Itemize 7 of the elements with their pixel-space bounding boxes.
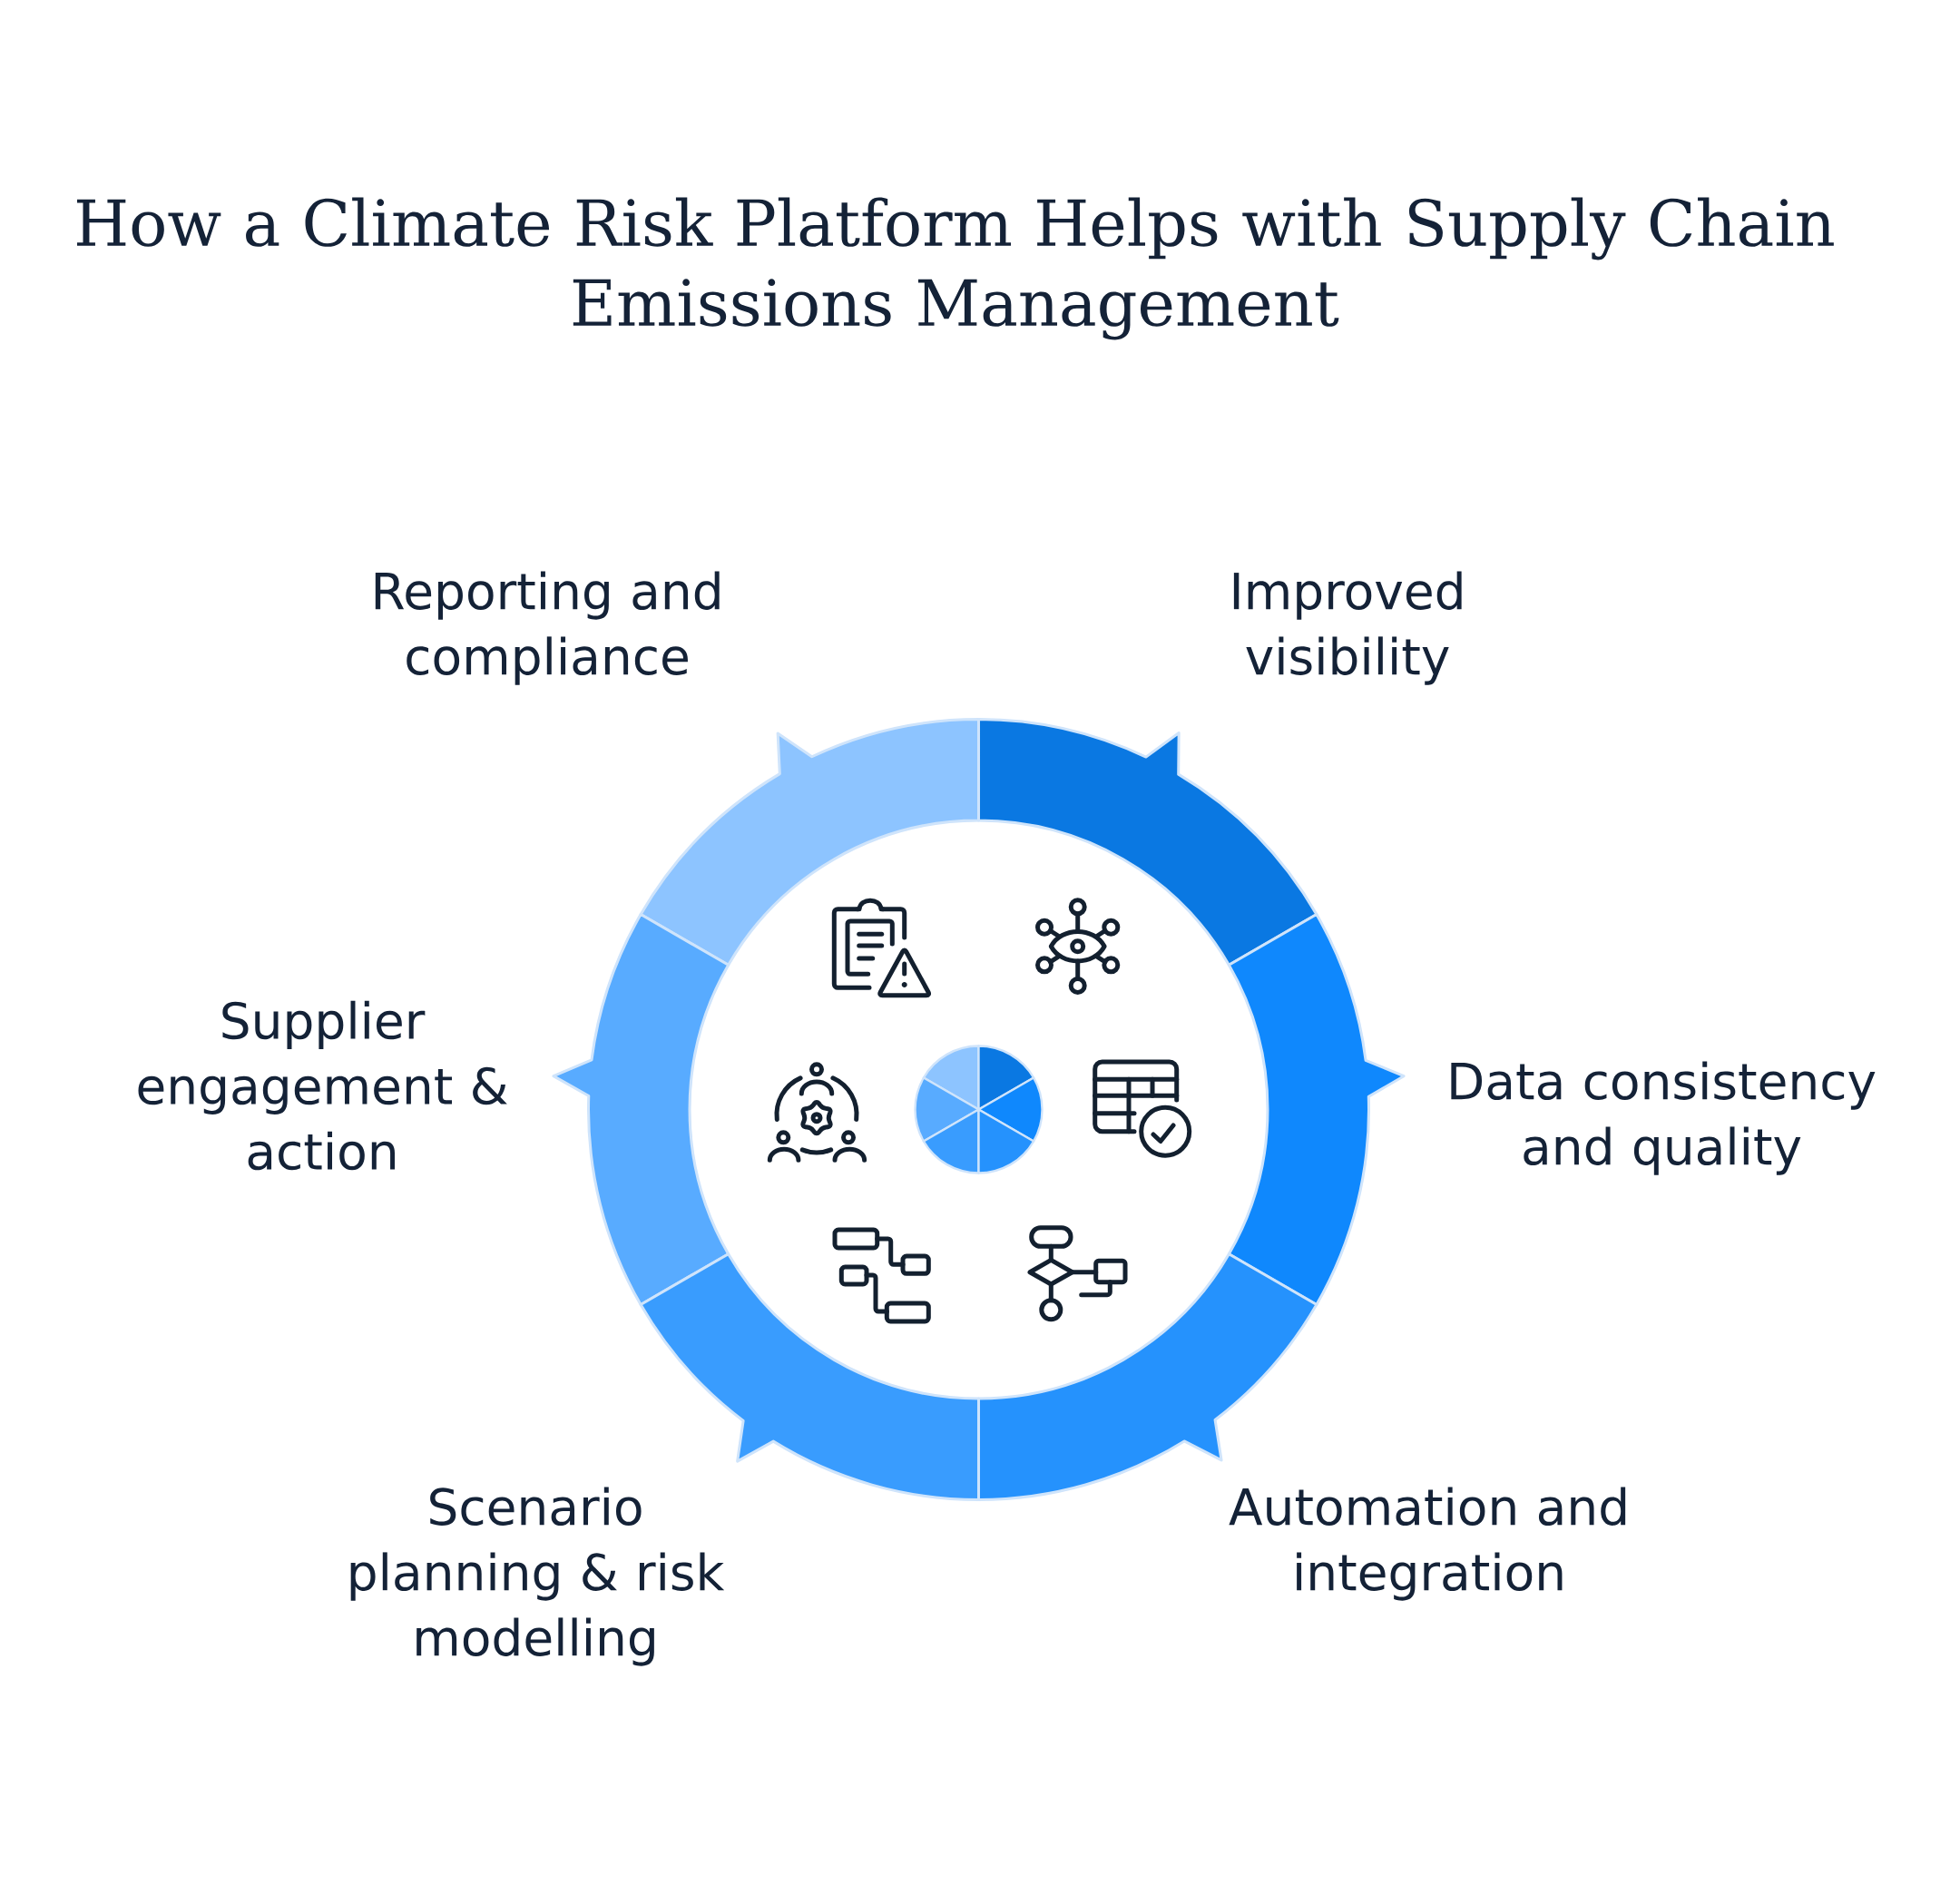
segment-label: Supplier engagement & action: [138, 1000, 507, 1171]
segment-label: Scenario planning & risk modelling: [350, 1487, 725, 1666]
segment-label: Automation and integration: [1229, 1487, 1626, 1601]
segment-label: Reporting and compliance: [375, 571, 720, 685]
segment-label: Data consistency and quality: [1451, 1061, 1876, 1175]
title: How a Climate Risk Platform Helps with Supply Chain Emissions Management: [77, 197, 1834, 340]
segment-label: Improved visibility: [1233, 571, 1462, 685]
